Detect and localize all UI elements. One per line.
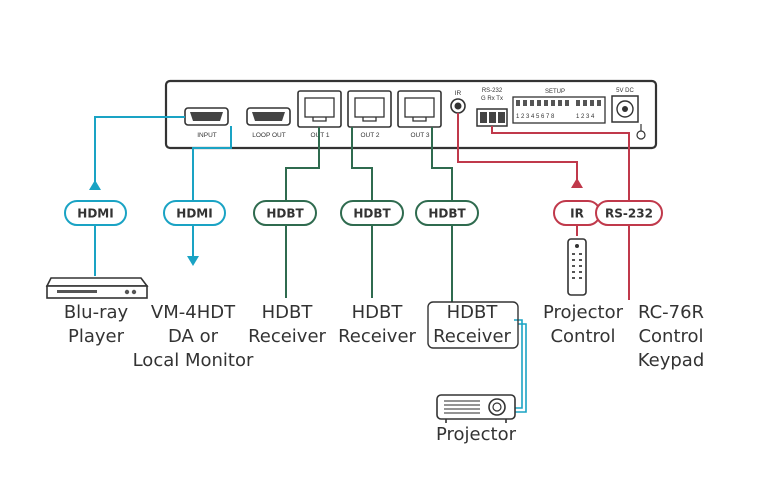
tag-hdbt-2: HDBT [340,200,404,226]
hdbt-cable-2 [351,127,373,298]
rj45-out2-port [347,90,392,128]
remote-control-icon [567,238,587,296]
receiver1-label-line2: Receiver [248,326,326,347]
rj45-out1-port [297,90,342,128]
hdmi-output-arrow-icon [187,256,199,266]
tag-hdbt-1: HDBT [253,200,317,226]
rs232-terminal-block [476,108,508,127]
tag-rs232: RS-232 [595,200,663,226]
monitor-label-line1: VM-4HDT [151,302,236,323]
tag-ir: IR [553,200,601,226]
ir-jack [450,98,466,114]
hdmi-input-cable [94,116,185,276]
out3-port-label: OUT 3 [410,132,429,139]
device-rear-panel: INPUT LOOP OUT OUT 1 OUT 2 OUT 3 IR [164,79,658,150]
keypad-label-line1: RC-76R [638,302,704,323]
svg-text:HDMI: HDMI [77,207,113,221]
ir-cable [457,113,578,236]
rs232-cable [491,126,630,300]
hdmi-input-port [184,107,229,126]
loop-out-port-label: LOOP OUT [252,132,286,139]
projector-control-label-line2: Control [550,326,615,347]
monitor-label-line3: Local Monitor [133,350,254,371]
tag-hdmi-in: HDMI [64,200,127,226]
projector-control-label-line1: Projector [543,302,624,323]
hdbt-cable-3 [431,127,453,302]
projector-icon [436,394,516,423]
bluray-label-line2: Player [68,326,125,347]
rj45-out3-port [397,90,442,128]
svg-text:IR: IR [570,207,584,221]
bluray-player-icon [45,277,149,299]
svg-text:HDBT: HDBT [428,207,466,221]
projector-hdmi-cable [514,319,527,413]
keypad-label-line3: Keypad [638,350,705,371]
rs232-port-label: RS-232 [482,88,503,94]
bluray-label-line1: Blu-ray [64,302,129,323]
receiver2-label-line1: HDBT [352,302,404,323]
setup-dip-switches [512,96,606,124]
receiver3-label-line2: Receiver [433,326,511,347]
svg-text:RS-232: RS-232 [605,207,653,221]
svg-text:HDBT: HDBT [266,207,304,221]
rs232-pins-label: G Rx Tx [481,96,503,102]
tag-hdmi-out: HDMI [163,200,226,226]
setup-numbers-a: 1 2 3 4 5 6 7 8 [516,114,555,120]
monitor-label-line2: DA or [168,326,219,347]
hdbt-cable-1 [285,127,320,298]
ground-icon [636,124,646,140]
tag-hdbt-3: HDBT [415,200,479,226]
setup-label: SETUP [545,89,565,95]
svg-text:HDBT: HDBT [353,207,391,221]
receiver2-label-line2: Receiver [338,326,416,347]
ir-port-label: IR [455,90,462,97]
hdmi-loop-cable [192,126,232,258]
power-port-label: 5V DC [616,88,634,94]
hdmi-loop-out-port [246,107,291,126]
keypad-label-line2: Control [638,326,703,347]
out2-port-label: OUT 2 [360,132,379,139]
projector-label: Projector [436,424,517,445]
out1-port-label: OUT 1 [310,132,329,139]
receiver3-label-line1: HDBT [447,302,499,323]
hdmi-input-arrow-icon [89,180,101,190]
hdbt-receiver-box [427,301,519,349]
svg-text:HDMI: HDMI [176,207,212,221]
setup-numbers-b: 1 2 3 4 [576,114,595,120]
input-port-label: INPUT [197,132,217,139]
power-jack [611,95,639,123]
receiver1-label-line1: HDBT [262,302,314,323]
ir-arrow-icon [571,178,583,188]
